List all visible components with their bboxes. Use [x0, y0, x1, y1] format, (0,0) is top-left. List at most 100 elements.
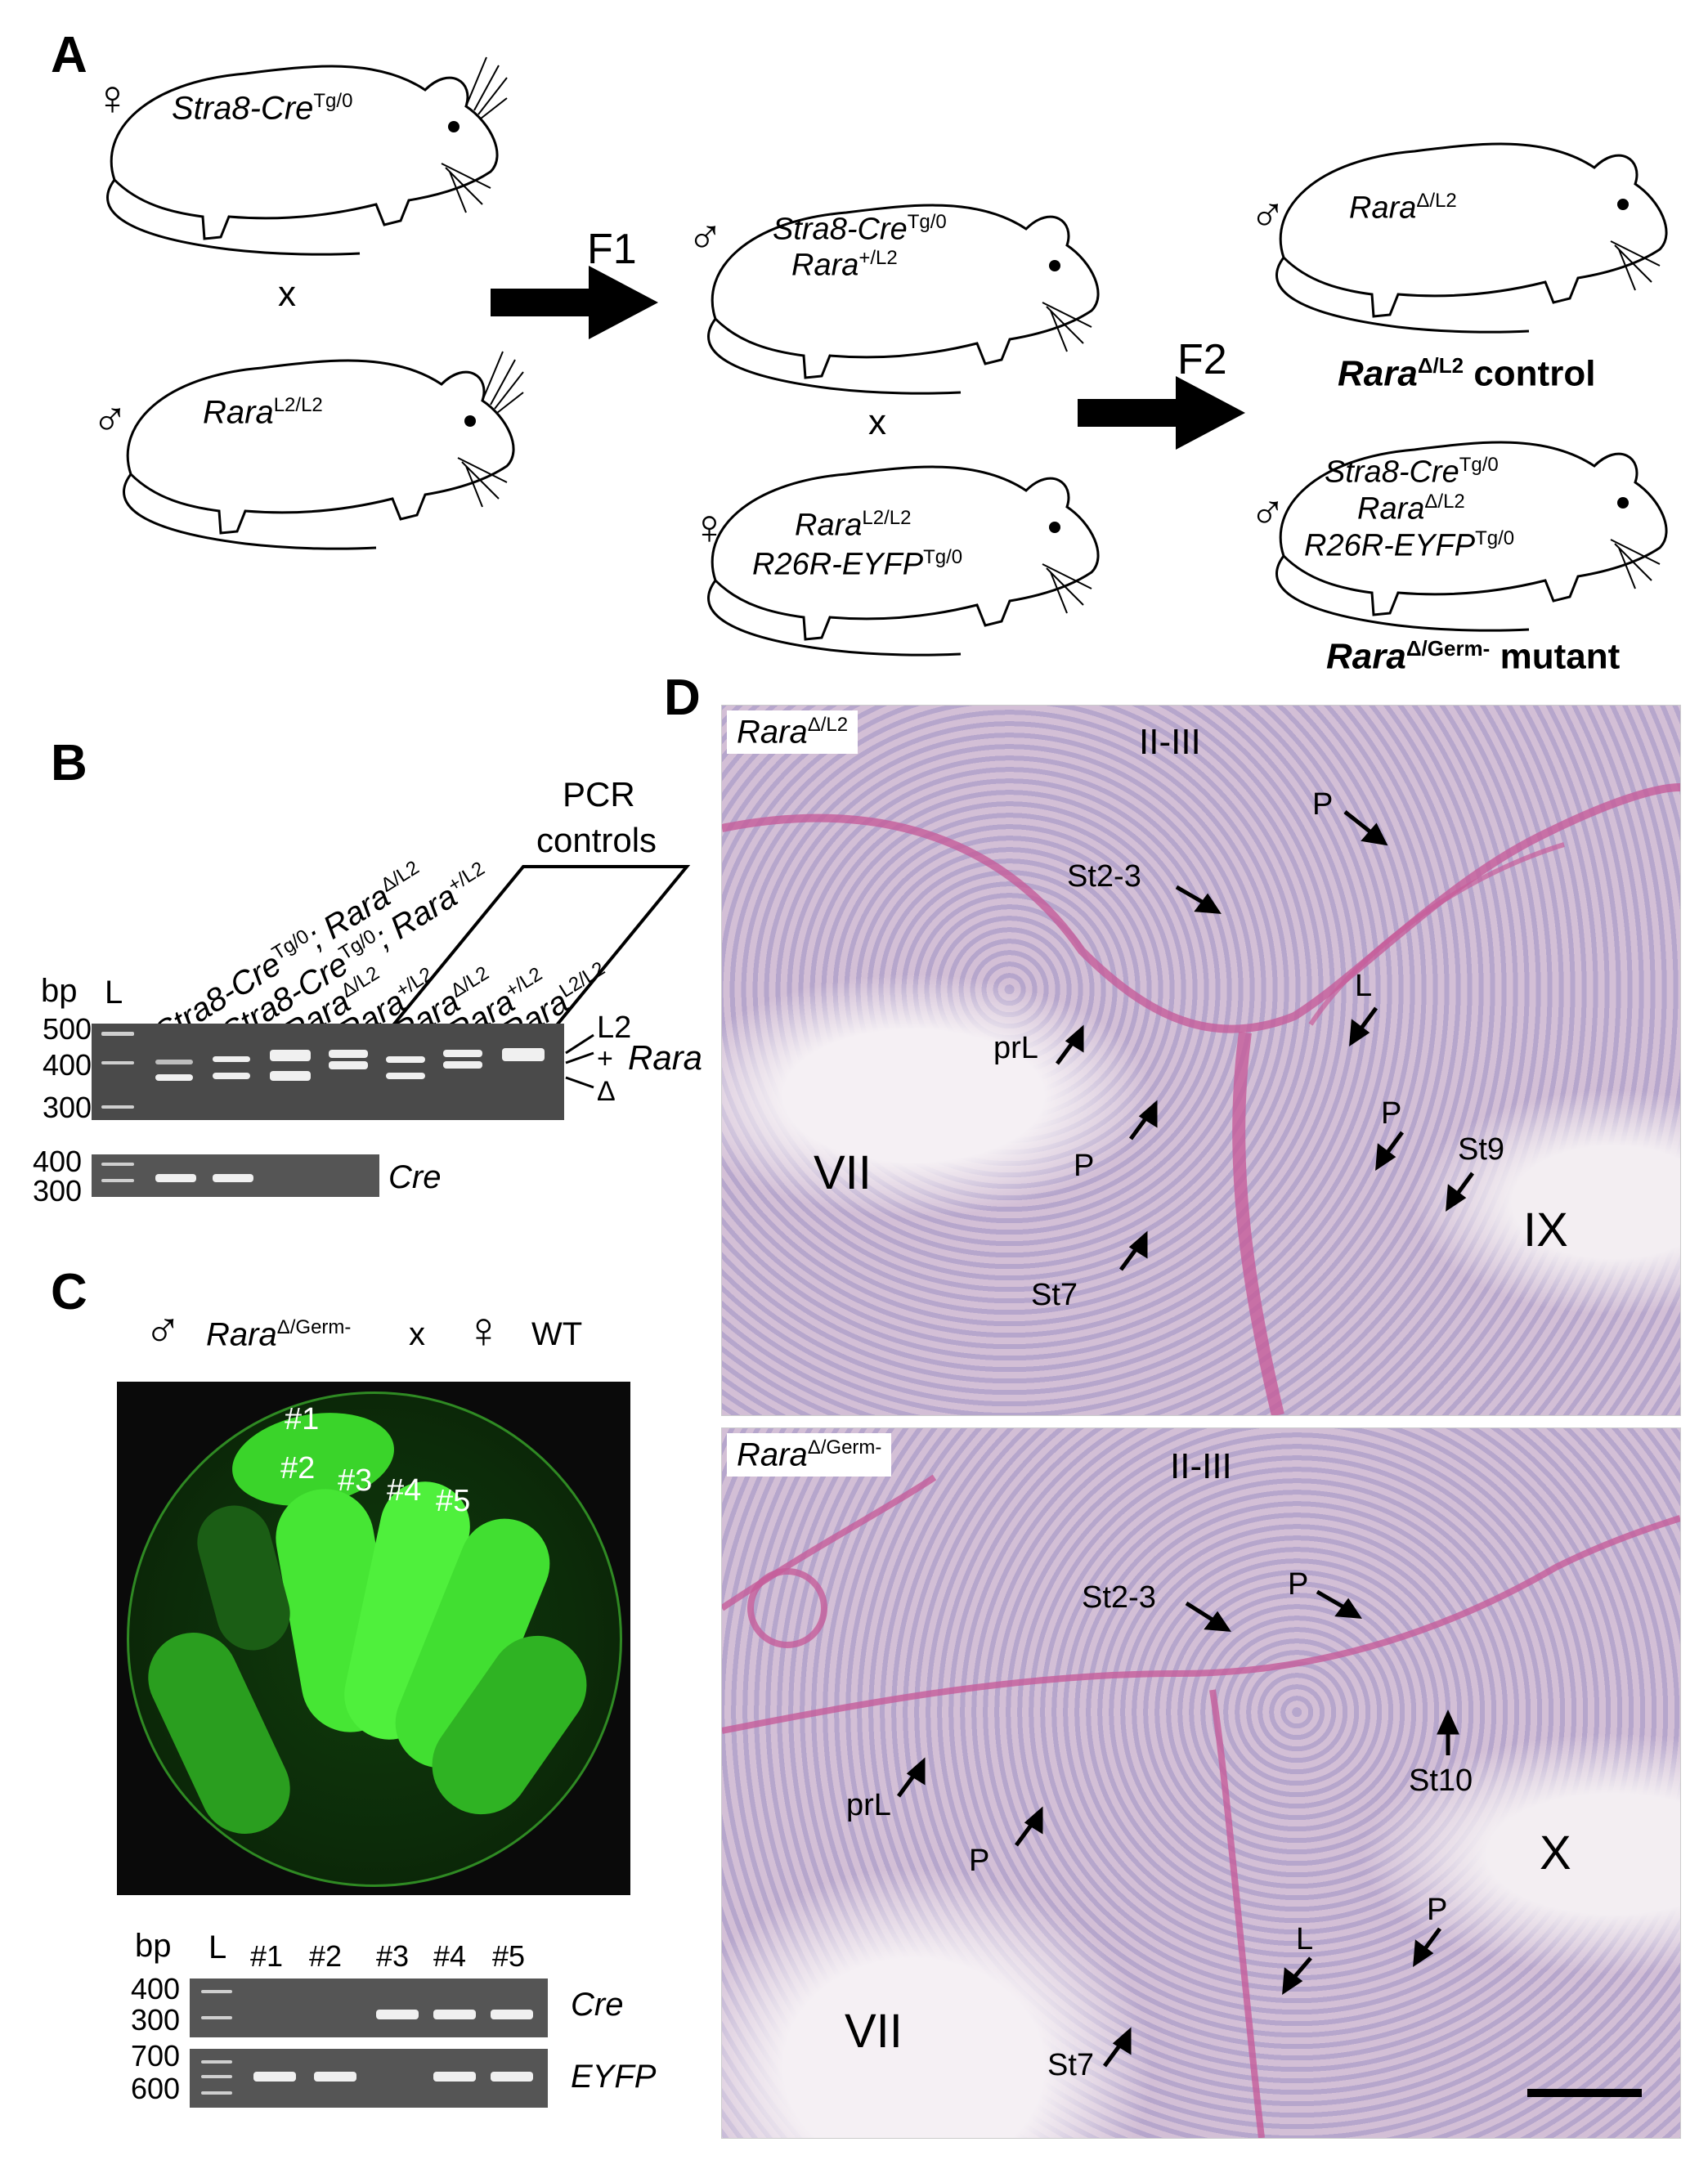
sex-symbol-male: ♂	[1249, 485, 1286, 540]
tick-label: 300	[131, 2003, 181, 2037]
gel-band	[155, 1060, 193, 1064]
ladder-band	[201, 2016, 232, 2019]
sex-symbol-female: ♀	[464, 1302, 503, 1359]
cell-label: St2-3	[1067, 859, 1141, 894]
ladder-band	[101, 1163, 134, 1166]
cross-symbol: x	[278, 274, 296, 314]
rara-gel	[92, 1024, 564, 1120]
sex-symbol-female: ♀	[94, 70, 131, 125]
gel-band	[386, 1056, 425, 1063]
gel-band	[270, 1071, 311, 1081]
mouse-f1-female	[683, 433, 1108, 670]
panel-letter-c: C	[51, 1264, 87, 1320]
cell-label: P	[1312, 787, 1334, 822]
mouse-outline-icon	[707, 465, 1100, 657]
tick-label: 300	[33, 1174, 83, 1208]
gel-band	[502, 1048, 545, 1061]
gel-band	[491, 2072, 533, 2082]
genotype-label: RaraΔ/Germ-	[727, 1433, 892, 1477]
gel-band	[433, 2010, 476, 2019]
gel-band	[213, 1174, 253, 1182]
tick-label: 600	[131, 2072, 181, 2105]
lane-label: #1	[250, 1939, 284, 1973]
tick-label: 400	[43, 1048, 92, 1082]
arrow-right-icon	[1078, 376, 1245, 450]
mouse-outline-icon	[1275, 142, 1668, 334]
pup-label: #2	[280, 1451, 316, 1486]
wt-label: WT	[531, 1316, 583, 1352]
stage-label: X	[1540, 1826, 1571, 1880]
arrow-icons	[896, 1589, 1459, 2068]
f2-label: F2	[1177, 336, 1227, 383]
cell-label: P	[969, 1844, 990, 1878]
genotype-label: Stra8-CreTg/0	[1325, 454, 1499, 490]
genotype-label: R26R-EYFPTg/0	[752, 546, 963, 582]
ladder-band	[201, 2091, 232, 2095]
pcr-controls-label-1: PCR	[563, 775, 635, 813]
band-pointer	[565, 1033, 594, 1089]
stage-label: VII	[814, 1146, 872, 1199]
tubule-borders	[722, 1474, 1680, 2138]
cross-symbol: x	[868, 402, 886, 442]
stage-label: II-III	[1139, 722, 1201, 762]
lane-label: #5	[492, 1939, 526, 1973]
panel-letter-b: B	[51, 735, 87, 791]
cell-label: prL	[846, 1788, 891, 1822]
mouse-f2-mutant	[1251, 409, 1676, 646]
gel-band	[386, 1073, 425, 1079]
band-label-plus: +	[597, 1043, 613, 1074]
genotype-label: Stra8-CreTg/0	[172, 90, 353, 127]
genotype-label: RaraΔ/L2	[1349, 190, 1457, 226]
mouse-female-parent	[82, 33, 508, 270]
stage-label: IX	[1523, 1203, 1568, 1257]
genotype-label: RaraΔ/L2	[727, 710, 858, 755]
stage-label: II-III	[1170, 1446, 1232, 1486]
cell-label: St7	[1047, 2048, 1095, 2082]
f1-label: F1	[587, 226, 637, 273]
gel-band	[443, 1050, 482, 1057]
gfp-photo: #1 #2 #3 #4 #5	[117, 1382, 630, 1895]
cell-label: P	[1288, 1567, 1309, 1602]
cell-label: St9	[1458, 1132, 1505, 1167]
tick-label: 300	[43, 1091, 92, 1124]
lane-label: #2	[309, 1939, 343, 1973]
gel-band	[314, 2072, 356, 2082]
ladder-band	[101, 1061, 134, 1064]
sex-symbol-female: ♀	[691, 500, 728, 554]
mouse-outline-icon	[123, 351, 524, 550]
panel-c-genotype: RaraΔ/Germ-	[206, 1316, 352, 1353]
sex-symbol-male: ♂	[687, 209, 724, 264]
gel-band	[270, 1050, 311, 1061]
sex-symbol-male: ♂	[144, 1302, 182, 1359]
ladder-band	[201, 1990, 232, 1993]
band-label-gene: Rara	[628, 1038, 703, 1077]
band-label-l2: L2	[597, 1011, 632, 1045]
cell-label: L	[1296, 1922, 1314, 1956]
cre-label: Cre	[388, 1159, 442, 1195]
cre-gel	[92, 1154, 379, 1197]
gel-band	[155, 1074, 193, 1081]
stage-label: VII	[845, 2005, 903, 2058]
gel-band	[443, 1061, 482, 1069]
eyfp-label: EYFP	[571, 2059, 657, 2095]
ladder-label: L	[105, 975, 123, 1011]
arrow-icons	[1055, 810, 1475, 1271]
cross-symbol: x	[409, 1316, 425, 1352]
tick-label: 400	[33, 1145, 83, 1178]
gel-band	[376, 2010, 419, 2019]
sex-symbol-male: ♂	[92, 392, 128, 446]
genotype-label: R26R-EYFPTg/0	[1304, 527, 1515, 563]
bp-label: bp	[135, 1928, 172, 1964]
pup-label: #1	[285, 1402, 320, 1436]
genotype-label: RaraL2/L2	[203, 394, 323, 431]
cell-label: St2-3	[1082, 1580, 1156, 1615]
lane-label: #4	[433, 1939, 467, 1973]
cre-gel-c	[190, 1979, 548, 2037]
cell-label: L	[1355, 969, 1373, 1003]
cre-label: Cre	[571, 1987, 624, 2023]
sex-symbol-male: ♂	[1249, 187, 1286, 242]
genotype-label: RaraL2/L2	[795, 507, 912, 543]
genotype-label: Stra8-CreTg/0	[773, 211, 947, 247]
panel-letter-d: D	[664, 670, 701, 726]
histology-control: RaraΔ/L2 II-III P St2-3 L prL P P St9 VI…	[721, 705, 1681, 1416]
